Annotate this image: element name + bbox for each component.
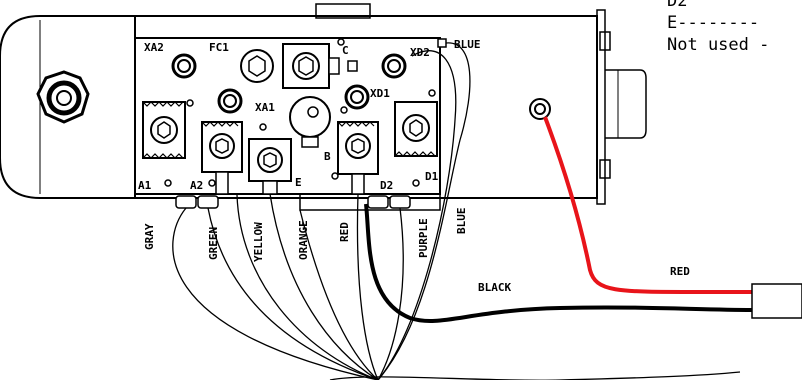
label-black-cable: BLACK — [478, 281, 511, 294]
label-a1: A1 — [138, 179, 152, 192]
port-xd1 — [344, 84, 370, 110]
block-labels: XA2 FC1 C XD2 BLUE XA1 XD1 B A1 A2 E D2 … — [138, 38, 481, 192]
drain-nut — [36, 70, 90, 124]
legend-line-e: E-------- — [667, 13, 759, 33]
wire-label-green: GREEN — [207, 227, 220, 260]
solenoid-e — [248, 138, 292, 195]
cable-end-connector — [751, 283, 802, 319]
wire-red — [356, 193, 379, 380]
mounting-holes — [164, 38, 436, 187]
label-c: C — [342, 44, 349, 57]
wire-legend: D2 E-------- Not used - — [667, 0, 769, 55]
wire-gray — [172, 207, 379, 380]
wire-yellow — [236, 194, 379, 380]
label-e: E — [295, 176, 302, 189]
wire-label-blue-vertical: BLUE — [455, 208, 468, 235]
wire-label-yellow: YELLOW — [252, 222, 265, 262]
signal-wire-bundle — [172, 42, 741, 380]
port-xa1 — [217, 88, 243, 114]
legend-line-not-used: Not used - — [667, 35, 769, 55]
wire-label-red-vertical: RED — [338, 222, 351, 242]
valve-c — [282, 43, 358, 89]
label-a2: A2 — [190, 179, 203, 192]
solenoid-a2 — [201, 121, 243, 195]
label-red-cable: RED — [670, 265, 690, 278]
wire-green — [207, 207, 379, 380]
black-ground-cable — [364, 203, 753, 323]
wire-label-orange: ORANGE — [297, 220, 310, 260]
valve-manifold-block — [134, 37, 441, 211]
wire-orange — [269, 193, 379, 380]
wire-blue — [377, 42, 471, 380]
connector-nuts — [175, 195, 411, 209]
label-d1: D1 — [425, 170, 439, 183]
wire-blue-2 — [377, 50, 457, 380]
wire-tail — [329, 371, 741, 380]
label-xa1: XA1 — [255, 101, 275, 114]
label-fc1: FC1 — [209, 41, 229, 54]
label-b: B — [324, 150, 331, 163]
port-fc1 — [240, 49, 274, 83]
solenoid-d2 — [337, 121, 379, 195]
red-power-cable — [543, 116, 752, 294]
port-xd2 — [381, 53, 407, 79]
wire-orange-2 — [299, 209, 379, 380]
solenoid-d1 — [394, 101, 438, 157]
label-xd1: XD1 — [370, 87, 390, 100]
blue-marker-square — [437, 38, 447, 48]
legend-line-d2: D2 — [667, 0, 687, 11]
power-terminal-stud — [529, 98, 551, 120]
wire-labels: GRAY GREEN YELLOW ORANGE RED PURPLE BLUE — [143, 208, 468, 263]
label-blue-top: BLUE — [454, 38, 481, 51]
label-d2: D2 — [380, 179, 393, 192]
wire-label-purple: PURPLE — [417, 218, 430, 258]
label-xa2: XA2 — [144, 41, 164, 54]
port-b — [289, 96, 331, 148]
wire-label-gray: GRAY — [143, 223, 156, 250]
port-xa2 — [171, 53, 197, 79]
solenoid-a1 — [142, 101, 186, 159]
